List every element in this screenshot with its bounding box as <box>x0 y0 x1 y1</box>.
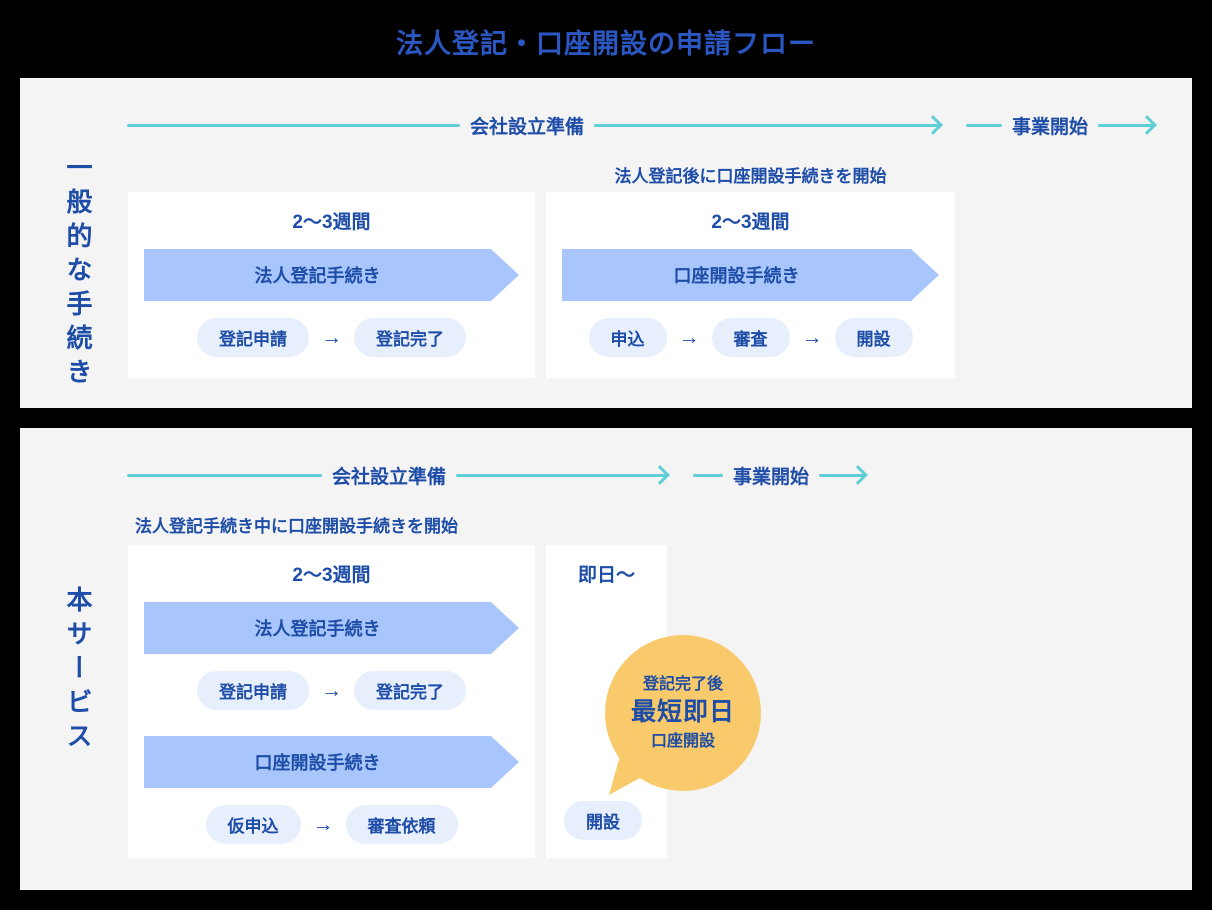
step-arrow-icon: → <box>801 326 823 349</box>
step-pill: 申込 <box>588 318 667 357</box>
account-banner-arrow: 口座開設手続き <box>144 736 519 788</box>
service-side-box: 即日〜 登記完了後 最短即日 口座開設 開設 <box>546 545 761 858</box>
banner-label: 口座開設手続き <box>254 753 381 773</box>
step-pill: 仮申込 <box>205 805 301 844</box>
panel-this-service: 本サービス 会社設立準備 事業開始 法人登記手続き中に口座開設手続きを開始 2〜… <box>20 428 1192 890</box>
duration-label: 2〜3週間 <box>292 565 371 586</box>
arrow-head-icon <box>1137 115 1157 135</box>
step-pill: 開設 <box>564 801 642 840</box>
step-pill: 登記完了 <box>354 671 466 710</box>
step-pill: 開設 <box>834 318 913 357</box>
steps-row: 登記申請 → 登記完了 <box>197 318 466 357</box>
bubble-text-line: 口座開設 <box>650 732 715 750</box>
timeline-line <box>594 123 940 127</box>
timeline-line <box>456 473 667 477</box>
timeline-line <box>127 473 322 477</box>
duration-label: 即日〜 <box>577 565 635 586</box>
registration-banner-arrow: 法人登記手続き <box>144 249 519 301</box>
arrow-head-icon <box>650 465 670 485</box>
step-pill: 審査 <box>711 318 790 357</box>
timeline-general: 会社設立準備 事業開始 <box>127 112 1157 138</box>
service-subtitle: 法人登記手続き中に口座開設手続きを開始 <box>135 517 458 536</box>
step-arrow-icon: → <box>321 326 342 349</box>
duration-label: 2〜3週間 <box>711 212 790 233</box>
timeline-line <box>966 123 1003 127</box>
page-title: 法人登記・口座開設の申請フロー <box>396 29 816 59</box>
account-banner-arrow: 口座開設手続き <box>562 249 939 301</box>
step-pill: 審査依頼 <box>345 805 458 844</box>
general-subtitle: 法人登記後に口座開設手続きを開始 <box>614 167 887 186</box>
timeline-prep-label: 会社設立準備 <box>470 116 585 138</box>
timeline-line <box>1098 123 1154 127</box>
step-arrow-icon: → <box>312 813 334 836</box>
steps-row: 登記申請 → 登記完了 <box>197 671 466 710</box>
bubble-text-highlight: 最短即日 <box>630 698 735 727</box>
timeline-line <box>127 123 460 127</box>
step-pill: 登記完了 <box>354 318 466 357</box>
timeline-start-label: 事業開始 <box>1012 116 1089 138</box>
banner-label: 法人登記手続き <box>254 619 381 639</box>
step-arrow-icon: → <box>321 679 342 702</box>
account-box: 2〜3週間 口座開設手続き 申込 → 審査 → 開設 <box>546 192 955 378</box>
registration-banner-arrow: 法人登記手続き <box>144 602 519 654</box>
service-main-box: 2〜3週間 法人登記手続き 登記申請 → 登記完了 口座開設手続き 仮申込 → … <box>128 545 535 858</box>
steps-row: 仮申込 → 審査依頼 <box>205 805 458 844</box>
timeline-line <box>819 473 865 477</box>
bubble-text-line: 登記完了後 <box>642 675 723 693</box>
step-pill: 登記申請 <box>197 671 309 710</box>
registration-box: 2〜3週間 法人登記手続き 登記申請 → 登記完了 <box>128 192 535 378</box>
timeline-line <box>693 473 724 477</box>
duration-label: 2〜3週間 <box>292 212 371 233</box>
arrow-head-icon <box>923 115 943 135</box>
banner-label: 法人登記手続き <box>254 266 381 286</box>
banner-label: 口座開設手続き <box>673 266 800 286</box>
panel-general-vertical-label: 一般的な手続き <box>63 154 93 392</box>
timeline-start-label: 事業開始 <box>733 466 810 488</box>
steps-row: 申込 → 審査 → 開設 <box>588 318 913 357</box>
arrow-head-icon <box>848 465 868 485</box>
panel-general-procedure: 一般的な手続き 会社設立準備 事業開始 法人登記後に口座開設手続きを開始 2〜3… <box>20 78 1192 408</box>
step-pill: 登記申請 <box>197 318 309 357</box>
step-arrow-icon: → <box>678 326 700 349</box>
same-day-opening-bubble: 登記完了後 最短即日 口座開設 <box>605 635 761 791</box>
timeline-service: 会社設立準備 事業開始 <box>127 462 868 488</box>
timeline-prep-label: 会社設立準備 <box>332 466 447 488</box>
panel-service-vertical-label: 本サービス <box>63 586 93 756</box>
